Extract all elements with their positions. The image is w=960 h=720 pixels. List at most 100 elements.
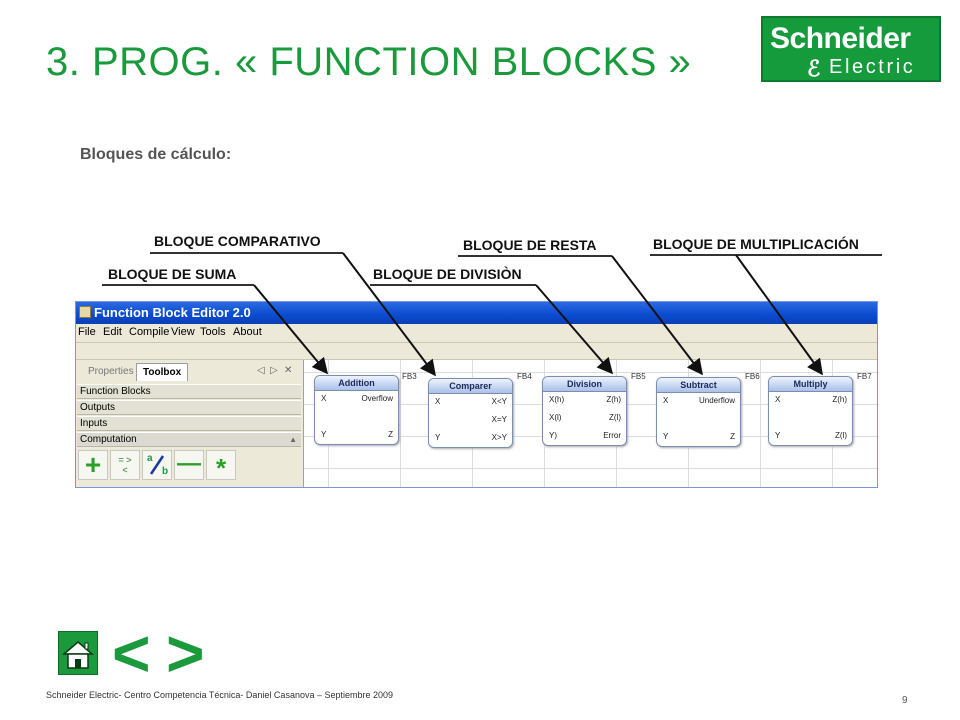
port-output[interactable]: Z [388,430,393,439]
callout-underline [458,255,612,257]
toolbar [76,342,877,360]
callout-underline [370,284,536,286]
section-function-blocks[interactable]: Function Blocks [77,384,301,399]
menu-edit[interactable]: Edit [103,326,122,338]
section-outputs[interactable]: Outputs [77,400,301,415]
port-input[interactable]: Y [663,432,669,441]
slide-title: 3. PROG. « FUNCTION BLOCKS » [46,40,692,84]
logo-swoosh-icon: ℰ [807,56,821,81]
menu-view[interactable]: View [171,326,195,338]
compare-tool[interactable]: = > < [110,450,140,480]
home-button[interactable] [58,631,98,675]
callout-underline [102,284,254,286]
menu-about[interactable]: About [233,326,262,338]
block-title: Comparer [429,379,512,394]
port-input[interactable]: Y [321,430,327,439]
tab-scroll-right-icon[interactable]: ▷ [270,365,278,376]
menu-compile[interactable]: Compile [129,326,170,338]
tab-properties[interactable]: Properties [88,366,134,377]
function-block-addition[interactable]: Addition X Overflow Y Z [314,375,399,445]
section-inputs[interactable]: Inputs [77,416,301,431]
block-title: Subtract [657,378,740,393]
port-output[interactable]: X<Y [491,397,507,406]
block-id-label: FB6 [745,372,760,381]
port-input[interactable]: Y) [549,431,557,440]
section-computation-label: Computation [80,434,137,445]
block-title: Division [543,377,626,392]
callout-multiplicacion: BLOQUE DE MULTIPLICACIÓN [653,236,859,252]
logo-line2: Electric [829,56,916,78]
divide-tool[interactable]: a b [142,450,172,480]
multiply-tool[interactable]: * [206,450,236,483]
port-input[interactable]: Y [775,431,781,440]
previous-button[interactable]: < [112,616,151,690]
compare-tool-top: = > [118,455,132,465]
divide-tool-a: a [147,453,153,464]
block-id-label: FB7 [857,372,872,381]
function-block-division[interactable]: Division X(h) Z(h) X(l) Z(l) Y) Error [542,376,627,446]
subtract-tool[interactable]: — [174,450,204,480]
divide-icon [149,455,165,475]
port-input[interactable]: X [663,396,669,405]
port-input[interactable]: X(l) [549,413,562,422]
port-output[interactable]: Z(l) [835,431,847,440]
editor-canvas[interactable]: Addition X Overflow Y Z FB3 Comparer X X… [304,360,877,487]
panel-tab-row: Properties Toolbox ◁ ▷ ✕ [76,360,304,382]
menu-tools[interactable]: Tools [200,326,226,338]
port-output[interactable]: Underflow [698,396,735,405]
port-input[interactable]: X [435,397,441,406]
slide-subtitle: Bloques de cálculo: [80,146,232,163]
callout-underline [650,254,882,256]
home-icon [61,641,95,669]
subtract-tool-glyph: — [177,450,201,477]
port-output[interactable]: X>Y [491,433,507,442]
compare-tool-bottom: < [122,465,128,475]
block-title: Multiply [769,377,852,392]
block-title: Addition [315,376,398,391]
page-number: 9 [902,695,908,706]
menu-bar: File Edit Compile View Tools About [76,324,877,342]
window-title: Function Block Editor 2.0 [94,305,251,320]
port-output[interactable]: Z(l) [609,413,621,422]
schneider-electric-logo: Schneider ℰ Electric [761,16,941,82]
callout-comparativo: BLOQUE COMPARATIVO [154,233,321,249]
block-id-label: FB3 [402,372,417,381]
function-block-comparer[interactable]: Comparer X X<Y X=Y Y X>Y [428,378,513,448]
port-input[interactable]: X [321,394,327,403]
port-output[interactable]: Z(h) [606,395,621,404]
port-output[interactable]: Error [603,431,621,440]
port-output[interactable]: Overflow [361,394,393,403]
port-output[interactable]: X=Y [491,415,507,424]
section-computation[interactable]: Computation ▲ [77,432,301,447]
function-block-subtract[interactable]: Subtract X Underflow Y Z [656,377,741,447]
port-output[interactable]: Z [730,432,735,441]
window-titlebar[interactable]: Function Block Editor 2.0 [76,302,877,324]
function-block-multiply[interactable]: Multiply X Z(h) Y Z(l) [768,376,853,446]
function-block-editor-window: Function Block Editor 2.0 File Edit Comp… [75,301,878,488]
callout-division: BLOQUE DE DIVISIÒN [373,266,522,282]
app-icon [79,306,91,318]
port-input[interactable]: X(h) [549,395,565,404]
block-id-label: FB4 [517,372,532,381]
add-tool[interactable]: + [78,450,108,480]
callout-underline [150,252,343,254]
toolbox-panel: Properties Toolbox ◁ ▷ ✕ Function Blocks… [76,360,304,487]
logo-line1: Schneider [770,22,911,55]
panel-close-icon[interactable]: ✕ [284,365,293,376]
add-tool-glyph: + [84,449,102,480]
port-input[interactable]: Y [435,433,441,442]
tab-toolbox[interactable]: Toolbox [136,363,189,381]
computation-tools: + = > < a b — * [78,448,258,483]
divide-tool-b: b [162,466,169,477]
collapse-icon[interactable]: ▲ [289,435,297,444]
next-button[interactable]: > [166,616,205,690]
block-id-label: FB5 [631,372,646,381]
port-output[interactable]: Z(h) [832,395,847,404]
multiply-tool-glyph: * [215,453,227,483]
callout-resta: BLOQUE DE RESTA [463,237,597,253]
menu-file[interactable]: File [78,326,96,338]
callout-suma: BLOQUE DE SUMA [108,266,237,282]
port-input[interactable]: X [775,395,781,404]
tab-scroll-left-icon[interactable]: ◁ [257,365,265,376]
footer-text: Schneider Electric- Centro Competencia T… [46,690,394,700]
